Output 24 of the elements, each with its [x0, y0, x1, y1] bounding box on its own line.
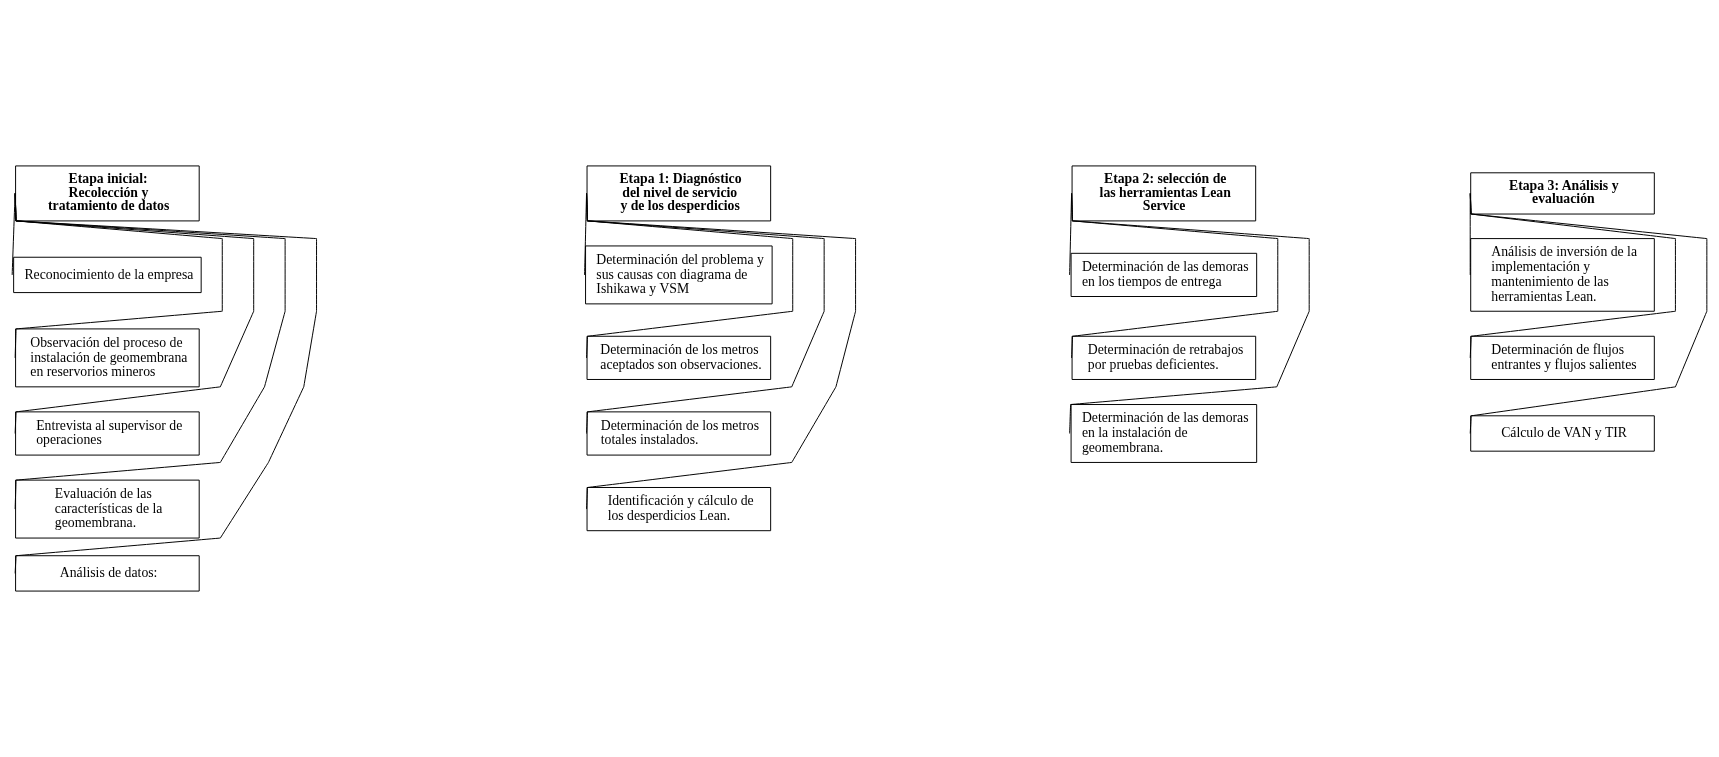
node-box: Reconocimiento de la empresa	[13, 256, 202, 294]
node-box: Determinación de los metros aceptados son observaciones.	[586, 335, 772, 380]
node-box: Determinación de las demoras en la instalación de geomembrana.	[1070, 404, 1258, 463]
node-box: Análisis de datos:	[15, 555, 200, 592]
node-box: Determinación de las demoras en los tiempos de entrega	[1070, 252, 1258, 297]
node-box: Etapa inicial: Recolección y tratamiento de datos	[15, 165, 200, 222]
node-box: Determinación de retrabajos por pruebas deficientes.	[1071, 335, 1257, 380]
connector	[1069, 192, 1310, 434]
node-box: Análisis de inversión de la implementación y mantenimiento de las herramientas Lean.	[1470, 238, 1655, 312]
node-box: Evaluación de las características de la geomembrana.	[15, 479, 200, 539]
node-box: Determinación del problema y sus causas con diagrama de Ishikawa y VSM	[585, 245, 773, 305]
node-box: Cálculo de VAN y TIR	[1470, 415, 1655, 452]
connector	[14, 192, 317, 574]
node-box: Etapa 2: selección de las herramientas Lean Service	[1071, 165, 1257, 222]
connector	[1469, 192, 1708, 434]
node-box: Determinación de flujos entrantes y flujos salientes	[1470, 335, 1655, 380]
node-box: Etapa 3: Análisis y evaluación	[1470, 172, 1655, 215]
node-box: Identificación y cálculo de los desperdicios Lean.	[586, 487, 772, 532]
connector	[11, 192, 16, 276]
node-box: Etapa 1: Diagnóstico del nivel de servicio y de los desperdicios	[586, 165, 772, 222]
node-box: Determinación de los metros totales instalados.	[586, 411, 772, 456]
node-box: Observación del proceso de instalación de geomembrana en reservorios mineros	[15, 328, 200, 388]
node-box: Entrevista al supervisor de operaciones	[15, 411, 200, 456]
connector	[586, 192, 857, 510]
